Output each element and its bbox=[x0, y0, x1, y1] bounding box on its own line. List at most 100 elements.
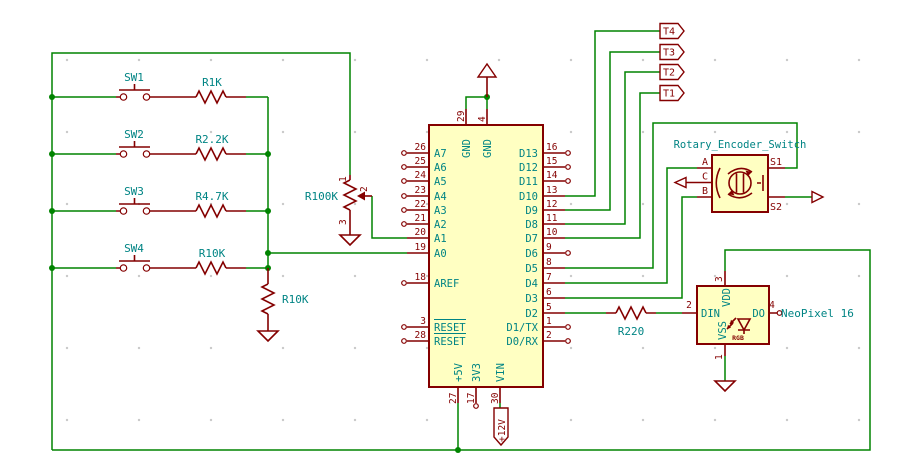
encoder-pin-a: A bbox=[702, 157, 708, 168]
encoder-pin-s1: S1 bbox=[770, 157, 782, 168]
hier-label-text: +12V bbox=[497, 419, 508, 442]
resistor-r2.2k-body[interactable] bbox=[195, 146, 227, 162]
pin-name: D4 bbox=[525, 278, 538, 290]
nc-pin bbox=[401, 207, 407, 213]
wire-d5-s1[interactable] bbox=[565, 122, 798, 269]
pin-num: 23 bbox=[415, 185, 426, 196]
switch-sw4-body[interactable] bbox=[116, 255, 246, 269]
neopixel-symbol[interactable]: RGB DIN DO VDD VSS 2 4 3 1 NeoPixel 16 bbox=[682, 271, 854, 393]
pot-pin-1: 1 bbox=[338, 176, 349, 182]
switch-ref: SW3 bbox=[124, 185, 144, 198]
pin-num: 14 bbox=[546, 170, 558, 181]
sw1-contact bbox=[119, 93, 128, 101]
pin-name: D3 bbox=[525, 293, 538, 305]
nc-pin bbox=[401, 193, 407, 199]
pin-name: D11 bbox=[519, 176, 538, 188]
wires[interactable] bbox=[51, 30, 871, 451]
pin-num: 15 bbox=[546, 156, 557, 167]
pin-name: D9 bbox=[525, 205, 538, 217]
switch-sw2-body[interactable] bbox=[116, 141, 246, 155]
pin-name: A3 bbox=[434, 205, 447, 217]
mcu-body[interactable] bbox=[428, 124, 544, 388]
r220-body[interactable] bbox=[606, 305, 656, 321]
wire-d3-enc-b[interactable] bbox=[565, 196, 697, 299]
wire-wiper-a1[interactable] bbox=[371, 196, 407, 239]
pin-num-vin: 30 bbox=[490, 392, 501, 404]
power-symbol-top[interactable] bbox=[476, 62, 498, 97]
gnd-symbol bbox=[713, 380, 737, 393]
hier-label-text: T4 bbox=[663, 27, 675, 38]
neopixel-body[interactable] bbox=[696, 285, 770, 345]
pin-num: 21 bbox=[415, 213, 427, 224]
switch-row-4[interactable]: SW4 R10K bbox=[116, 242, 246, 276]
pin-name: D6 bbox=[525, 248, 538, 260]
pin-name: D13 bbox=[519, 148, 538, 160]
pin-num-gnd2: 4 bbox=[477, 116, 488, 122]
nc-pin bbox=[401, 150, 407, 156]
wire-d10-t4[interactable] bbox=[565, 30, 660, 197]
hier-label-t4[interactable]: T4 bbox=[659, 22, 685, 40]
nc-pin bbox=[565, 164, 571, 170]
junction-dot bbox=[49, 265, 55, 271]
pot-pin-3: 3 bbox=[338, 219, 349, 225]
hier-label-t3[interactable]: T3 bbox=[659, 43, 685, 61]
wire-d8-t2[interactable] bbox=[565, 71, 660, 225]
pin-num: 10 bbox=[546, 227, 558, 238]
encoder-label: Rotary_Encoder_Switch bbox=[674, 139, 807, 151]
resistor-ref: R10K bbox=[199, 247, 226, 260]
pin-num: 22 bbox=[415, 199, 426, 210]
junction-dot bbox=[49, 94, 55, 100]
switch-row-2[interactable]: SW2 R2.2K bbox=[116, 128, 246, 162]
mcu-top-bottom-pin-stubs bbox=[457, 109, 501, 403]
nc-pin bbox=[776, 310, 783, 316]
nc-pin bbox=[401, 178, 407, 184]
rotary-encoder-symbol[interactable]: Rotary_Encoder_Switch A C B S1 S2 bbox=[673, 139, 825, 213]
pulldown-resistor-r10k[interactable]: R10K bbox=[256, 268, 309, 343]
switch-row-1[interactable]: SW1 R1K bbox=[116, 71, 246, 105]
pot-ref: R100K bbox=[305, 190, 338, 203]
resistor-r220[interactable]: R220 bbox=[606, 305, 656, 338]
pin-num: 28 bbox=[415, 330, 427, 341]
resistor-r10k-body[interactable] bbox=[195, 260, 227, 276]
wire-d7-t1[interactable] bbox=[565, 92, 660, 239]
wire-d9-t3[interactable] bbox=[565, 51, 660, 211]
resistor-r4.7k-body[interactable] bbox=[195, 203, 227, 219]
hier-label-12v[interactable]: +12V bbox=[493, 407, 509, 447]
pin-num: 6 bbox=[546, 287, 552, 298]
hier-label-t2[interactable]: T2 bbox=[659, 63, 685, 81]
wire-d4-enc-a[interactable] bbox=[565, 167, 697, 284]
switch-sw1-body[interactable] bbox=[116, 84, 246, 98]
pin-name-reset2: RESET bbox=[434, 336, 466, 348]
pin-name: D2 bbox=[525, 308, 538, 320]
mcu-symbol[interactable]: 26 25 24 23 22 21 20 19 18 3 28 A7 A6 A5… bbox=[401, 109, 571, 409]
pin-name: A4 bbox=[434, 191, 447, 203]
pot-wiper-arrow-icon bbox=[357, 191, 365, 201]
mcu-right-pin-stubs bbox=[543, 152, 565, 342]
potentiometer-r100k[interactable]: R100K 1 2 3 bbox=[305, 175, 372, 247]
junction-dot bbox=[49, 151, 55, 157]
encoder-pin-b: B bbox=[702, 186, 708, 197]
pin-name-gnd2: GND bbox=[482, 139, 494, 158]
resistor-r1k-body[interactable] bbox=[195, 89, 227, 105]
neopixel-vdd-num: 3 bbox=[714, 276, 725, 282]
open-wire-arrow-left-icon bbox=[673, 176, 687, 189]
pot-body[interactable] bbox=[342, 175, 358, 235]
hier-label-t1[interactable]: T1 bbox=[659, 84, 685, 102]
switch-row-3[interactable]: SW3 R4.7K bbox=[116, 185, 246, 219]
pin-num: 26 bbox=[415, 142, 427, 153]
nc-pin bbox=[401, 164, 407, 170]
junction-dots bbox=[49, 94, 490, 453]
pulldown-body[interactable] bbox=[260, 268, 276, 331]
nc-pin bbox=[401, 221, 407, 227]
switch-sw3-body[interactable] bbox=[116, 198, 246, 212]
pin-name: D12 bbox=[519, 162, 538, 174]
pin-name-reset1: RESET bbox=[434, 322, 466, 334]
pin-num: 25 bbox=[415, 156, 426, 167]
reset-overlines bbox=[434, 318, 466, 335]
wire-bottom-rail-vdd[interactable] bbox=[52, 249, 871, 451]
pin-num: 8 bbox=[546, 257, 552, 268]
neopixel-din-num: 2 bbox=[686, 300, 692, 311]
wire-gnd-top[interactable] bbox=[465, 96, 488, 109]
wire-left-rail-top-rail[interactable] bbox=[51, 52, 351, 450]
pin-num: 5 bbox=[546, 302, 552, 313]
